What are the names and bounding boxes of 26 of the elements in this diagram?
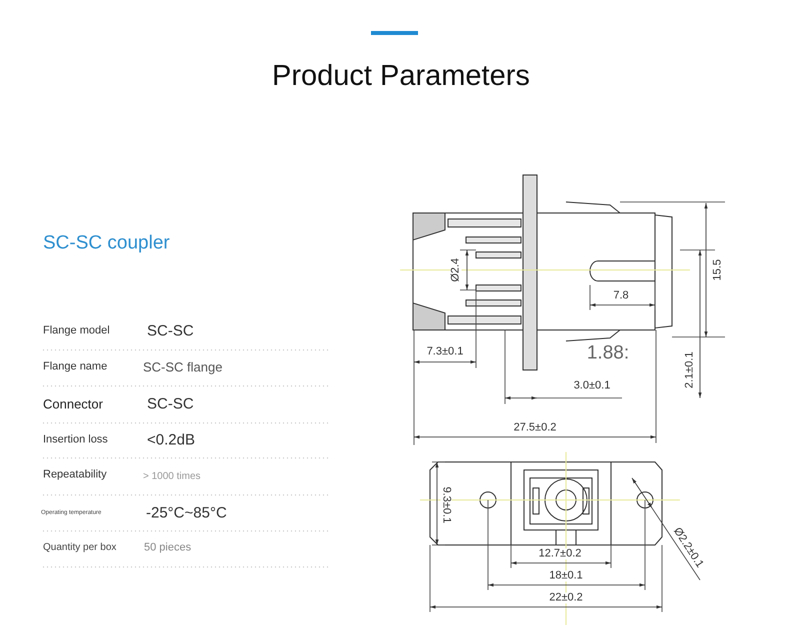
dimension-label: 9.3±0.1	[440, 486, 452, 524]
dimension-label: 7.8	[613, 290, 629, 302]
dimension-label: 22±0.2	[549, 592, 583, 604]
section-heading: SC-SC coupler	[43, 234, 170, 252]
parameter-value: 50 pieces	[144, 542, 192, 554]
parameter-name: Connector	[43, 398, 103, 410]
dimension-label: 27.5±0.2	[514, 422, 556, 434]
parameter-value: SC-SC	[147, 396, 194, 412]
dimension-label: 12.7±0.2	[538, 548, 582, 560]
dimension-label: Ø2.4	[450, 258, 462, 282]
parameter-value: -25°C~85°C	[146, 506, 227, 520]
dimension-label: 15.5	[712, 259, 724, 281]
parameter-name: Insertion loss	[43, 434, 108, 446]
dimension-label: 3.0±0.1	[574, 380, 610, 392]
parameter-name: Quantity per box	[43, 543, 116, 553]
parameter-name: Flange name	[43, 362, 108, 372]
dimension-label: 18±0.1	[549, 570, 583, 582]
parameter-value: SC-SC flange	[143, 360, 222, 374]
parameter-value: <0.2dB	[147, 432, 195, 448]
parameter-name: Flange model	[43, 326, 110, 336]
dimension-label: 7.3±0.1	[426, 346, 464, 358]
parameter-value: SC-SC	[147, 324, 194, 338]
dimension-label: 2.1±0.1	[684, 352, 696, 388]
parameter-value: > 1000 times	[143, 472, 201, 482]
page-title: Product Parameters	[272, 62, 530, 91]
parameter-name: Repeatability	[43, 470, 107, 480]
